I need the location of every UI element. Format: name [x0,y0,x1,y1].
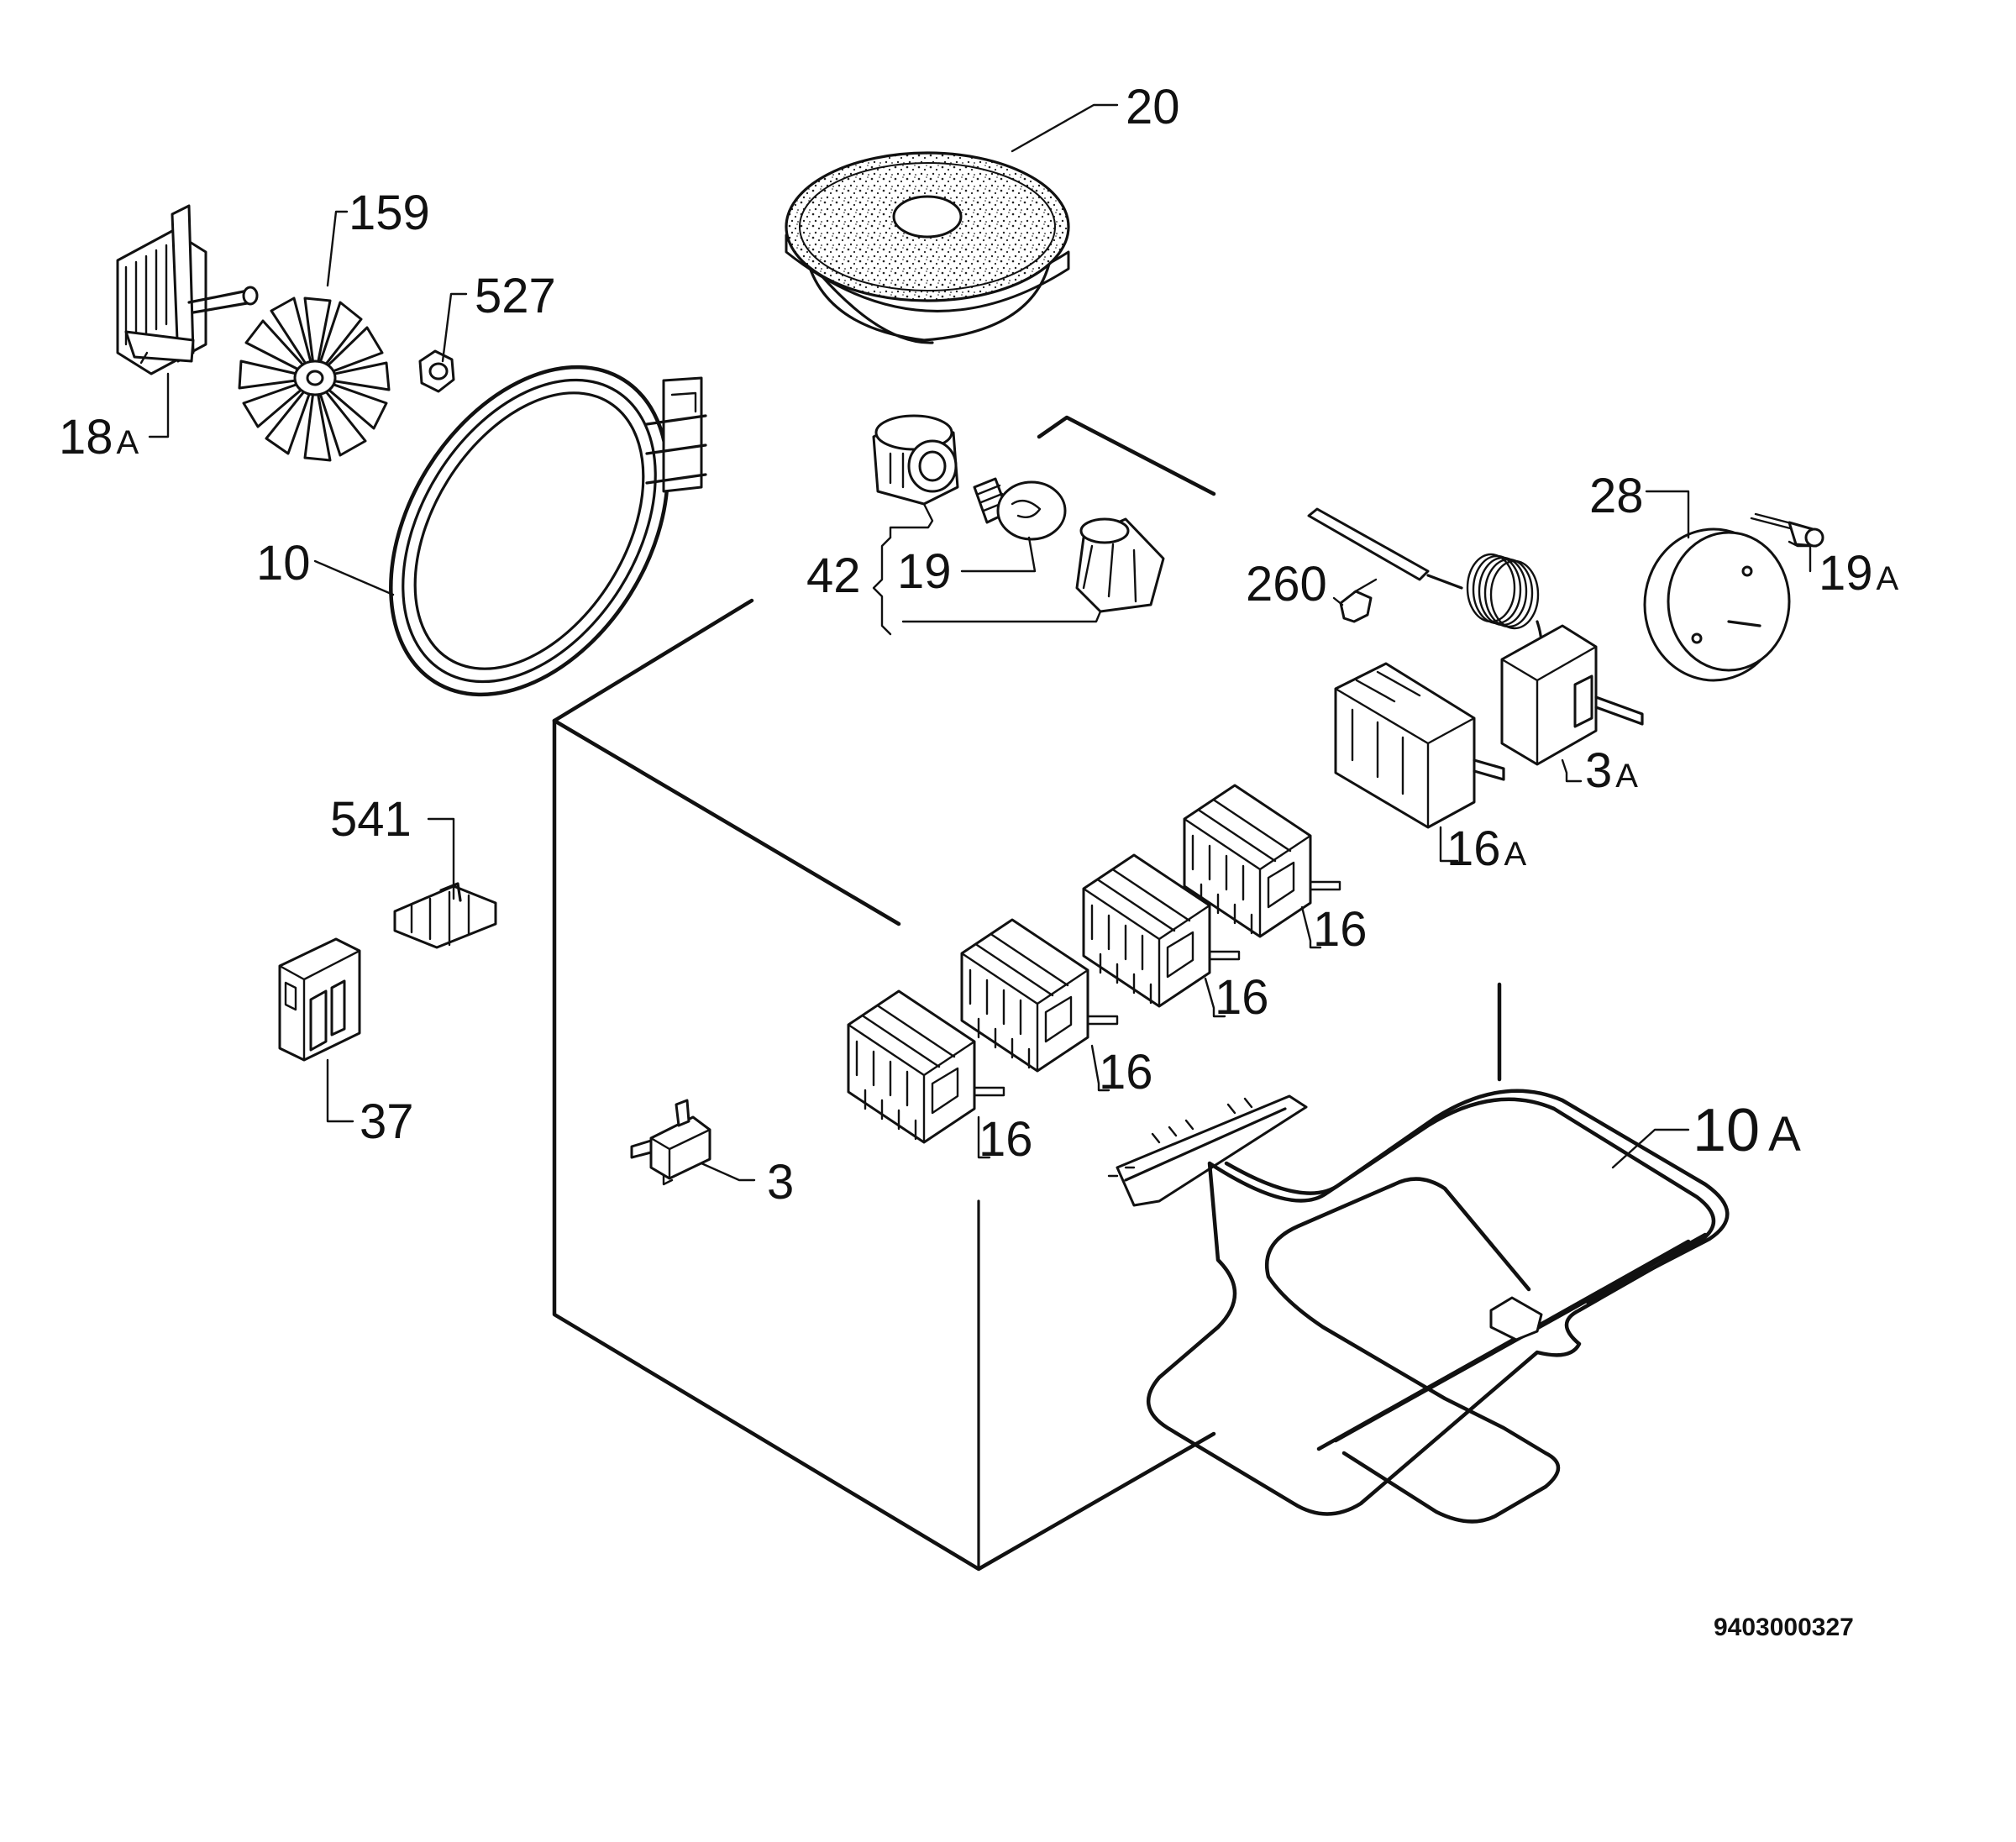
label-28: 28 [1589,469,1644,523]
part-10-circular-heating-element [389,365,707,697]
oven-cabinet-outline [552,415,1502,1572]
part-10a-grill-heating-element [1107,1089,1730,1524]
label-19: 19 [897,544,952,599]
label-16-1: 16 [1313,902,1368,957]
part-37-door-switch [278,937,361,1062]
leader-lines [148,103,1812,1182]
label-42: 42 [806,548,861,603]
part-541-terminal-block [393,882,497,949]
part-159-fan-blade [238,297,391,462]
part-3-safety-thermostat [630,1099,711,1186]
part-lamp-cover [1075,517,1165,613]
part-19a-indicator-lamp [1750,512,1824,548]
label-20: 20 [1126,80,1180,134]
part-260-clip [1339,578,1378,623]
label-3: 3 [767,1155,794,1210]
part-527-nut [418,349,455,393]
label-10: 10 [256,536,311,590]
part-19-lamp-bulb [973,477,1067,541]
label-16-2: 16 [1215,970,1269,1025]
label-527: 527 [475,269,556,323]
part-3a-thermostat [1307,507,1644,766]
document-number: 9403000327 [1714,1614,1854,1641]
label-16-4: 16 [979,1112,1033,1167]
label-541: 541 [330,792,412,847]
part-16a-selector-switch [1334,662,1505,829]
label-16-3: 16 [1099,1045,1153,1099]
label-260: 260 [1246,557,1327,611]
part-28-timer [1643,527,1791,682]
label-159: 159 [349,186,430,240]
part-20-grease-filter [785,151,1070,344]
label-37: 37 [360,1094,414,1149]
part-18a-fan-motor [116,204,259,375]
part-42-lamp-holder [872,414,959,506]
